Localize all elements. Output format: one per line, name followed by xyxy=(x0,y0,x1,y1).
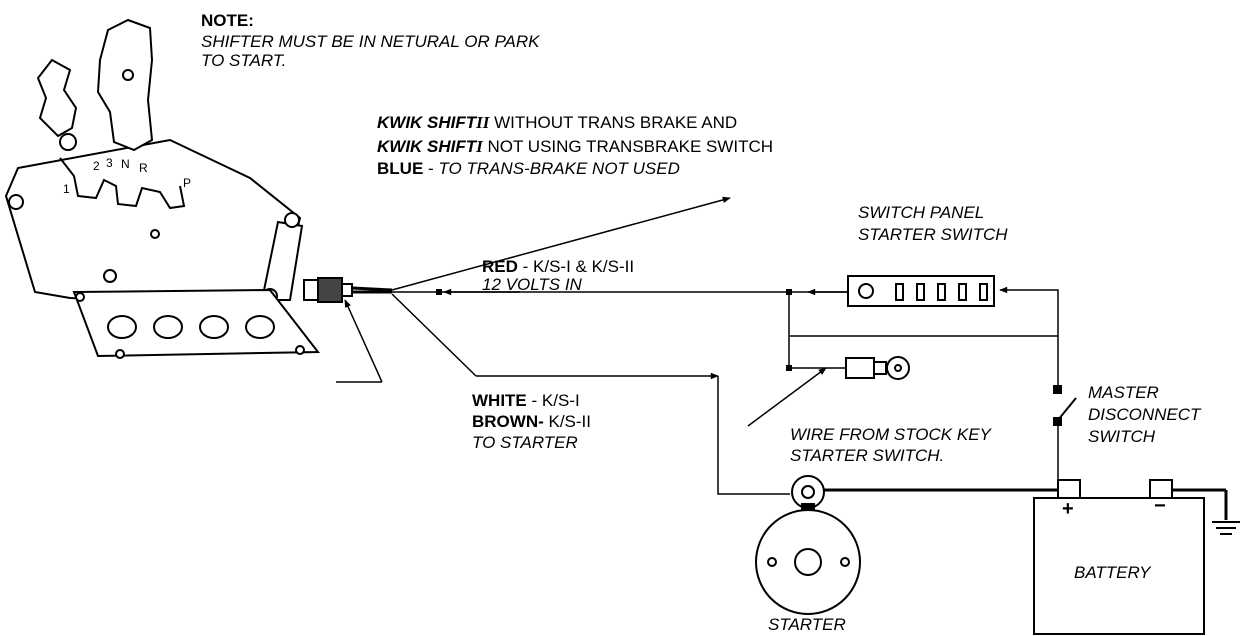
white-wire-block: WHITE - K/S-I BROWN- K/S-II TO STARTER xyxy=(472,391,591,452)
switch-panel-line-1: SWITCH PANEL xyxy=(858,203,984,222)
harness-connector xyxy=(303,277,393,303)
gear-labels: 1 2 3 N R P xyxy=(63,156,191,196)
gear-2-label: 2 xyxy=(93,159,100,173)
master-line-1: MASTER xyxy=(1088,383,1159,402)
mount-hole-3 xyxy=(199,315,229,339)
shifter-handle xyxy=(96,18,154,152)
battery-plus-label: + xyxy=(1062,498,1074,520)
red-wire-block: RED - K/S-I & K/S-II 12 VOLTS IN xyxy=(482,257,634,294)
gear-n-label: N xyxy=(121,157,130,171)
brown-wire-label: BROWN- K/S-II xyxy=(472,412,591,431)
battery-label: BATTERY xyxy=(1074,563,1152,582)
gear-1-label: 1 xyxy=(63,182,70,196)
note-block: NOTE: SHIFTER MUST BE IN NETURAL OR PARK… xyxy=(201,11,540,70)
mount-hole-1 xyxy=(107,315,137,339)
white-wire xyxy=(391,293,477,377)
blue-wire-label: BLUE - TO TRANS-BRAKE NOT USED xyxy=(377,159,680,178)
kwik-shift-block: KWIK SHIFTII WITHOUT TRANS BRAKE AND KWI… xyxy=(377,113,773,178)
mount-hole-2 xyxy=(153,315,183,339)
stock-key-block: WIRE FROM STOCK KEY STARTER SWITCH. xyxy=(790,425,993,465)
mounting-plate xyxy=(72,288,321,358)
to-starter-label: TO STARTER xyxy=(472,433,578,452)
handle-knob xyxy=(122,69,134,81)
gear-p-label: P xyxy=(183,176,191,190)
blue-wire xyxy=(391,196,731,291)
note-line-2: TO START. xyxy=(201,51,286,70)
shifter-gate xyxy=(59,157,186,210)
shifter-bracket xyxy=(260,220,304,301)
switch-panel-block: SWITCH PANEL STARTER SWITCH xyxy=(858,203,1008,244)
shifter-assembly xyxy=(4,18,321,359)
starter-label: STARTER xyxy=(768,615,846,634)
red-wire-label: RED - K/S-I & K/S-II xyxy=(482,257,634,276)
white-wire-label: WHITE - K/S-I xyxy=(472,391,580,410)
ground-icon xyxy=(1212,521,1240,535)
shifter-plate xyxy=(4,138,302,307)
battery-icon xyxy=(1033,479,1205,635)
master-line-2: DISCONNECT xyxy=(1088,405,1202,424)
switch-panel-line-2: STARTER SWITCH xyxy=(858,225,1008,244)
pivot-bolt xyxy=(59,133,77,151)
connector-pointer xyxy=(336,299,383,383)
battery-minus-label: − xyxy=(1154,495,1166,517)
gear-r-label: R xyxy=(139,161,148,175)
master-line-3: SWITCH xyxy=(1088,427,1156,446)
starter-motor-icon xyxy=(754,475,862,615)
kwik-line-2: KWIK SHIFTI NOT USING TRANSBRAKE SWITCH xyxy=(377,137,773,156)
switch-panel xyxy=(847,275,995,307)
stock-key-line-2: STARTER SWITCH. xyxy=(790,446,944,465)
key-switch-icon xyxy=(845,356,910,380)
master-block: MASTER DISCONNECT SWITCH xyxy=(1088,383,1202,446)
note-heading: NOTE: xyxy=(201,11,254,30)
note-line-1: SHIFTER MUST BE IN NETURAL OR PARK xyxy=(201,32,540,51)
master-disconnect-icon xyxy=(1053,385,1077,426)
red-wire-sub: 12 VOLTS IN xyxy=(482,275,583,294)
gear-3-label: 3 xyxy=(106,156,113,170)
wires xyxy=(391,196,1228,520)
mount-hole-4 xyxy=(245,315,275,339)
stock-key-line-1: WIRE FROM STOCK KEY xyxy=(790,425,993,444)
shifter-lever-shaft xyxy=(36,58,78,138)
kwik-line-1: KWIK SHIFTII WITHOUT TRANS BRAKE AND xyxy=(377,113,737,132)
